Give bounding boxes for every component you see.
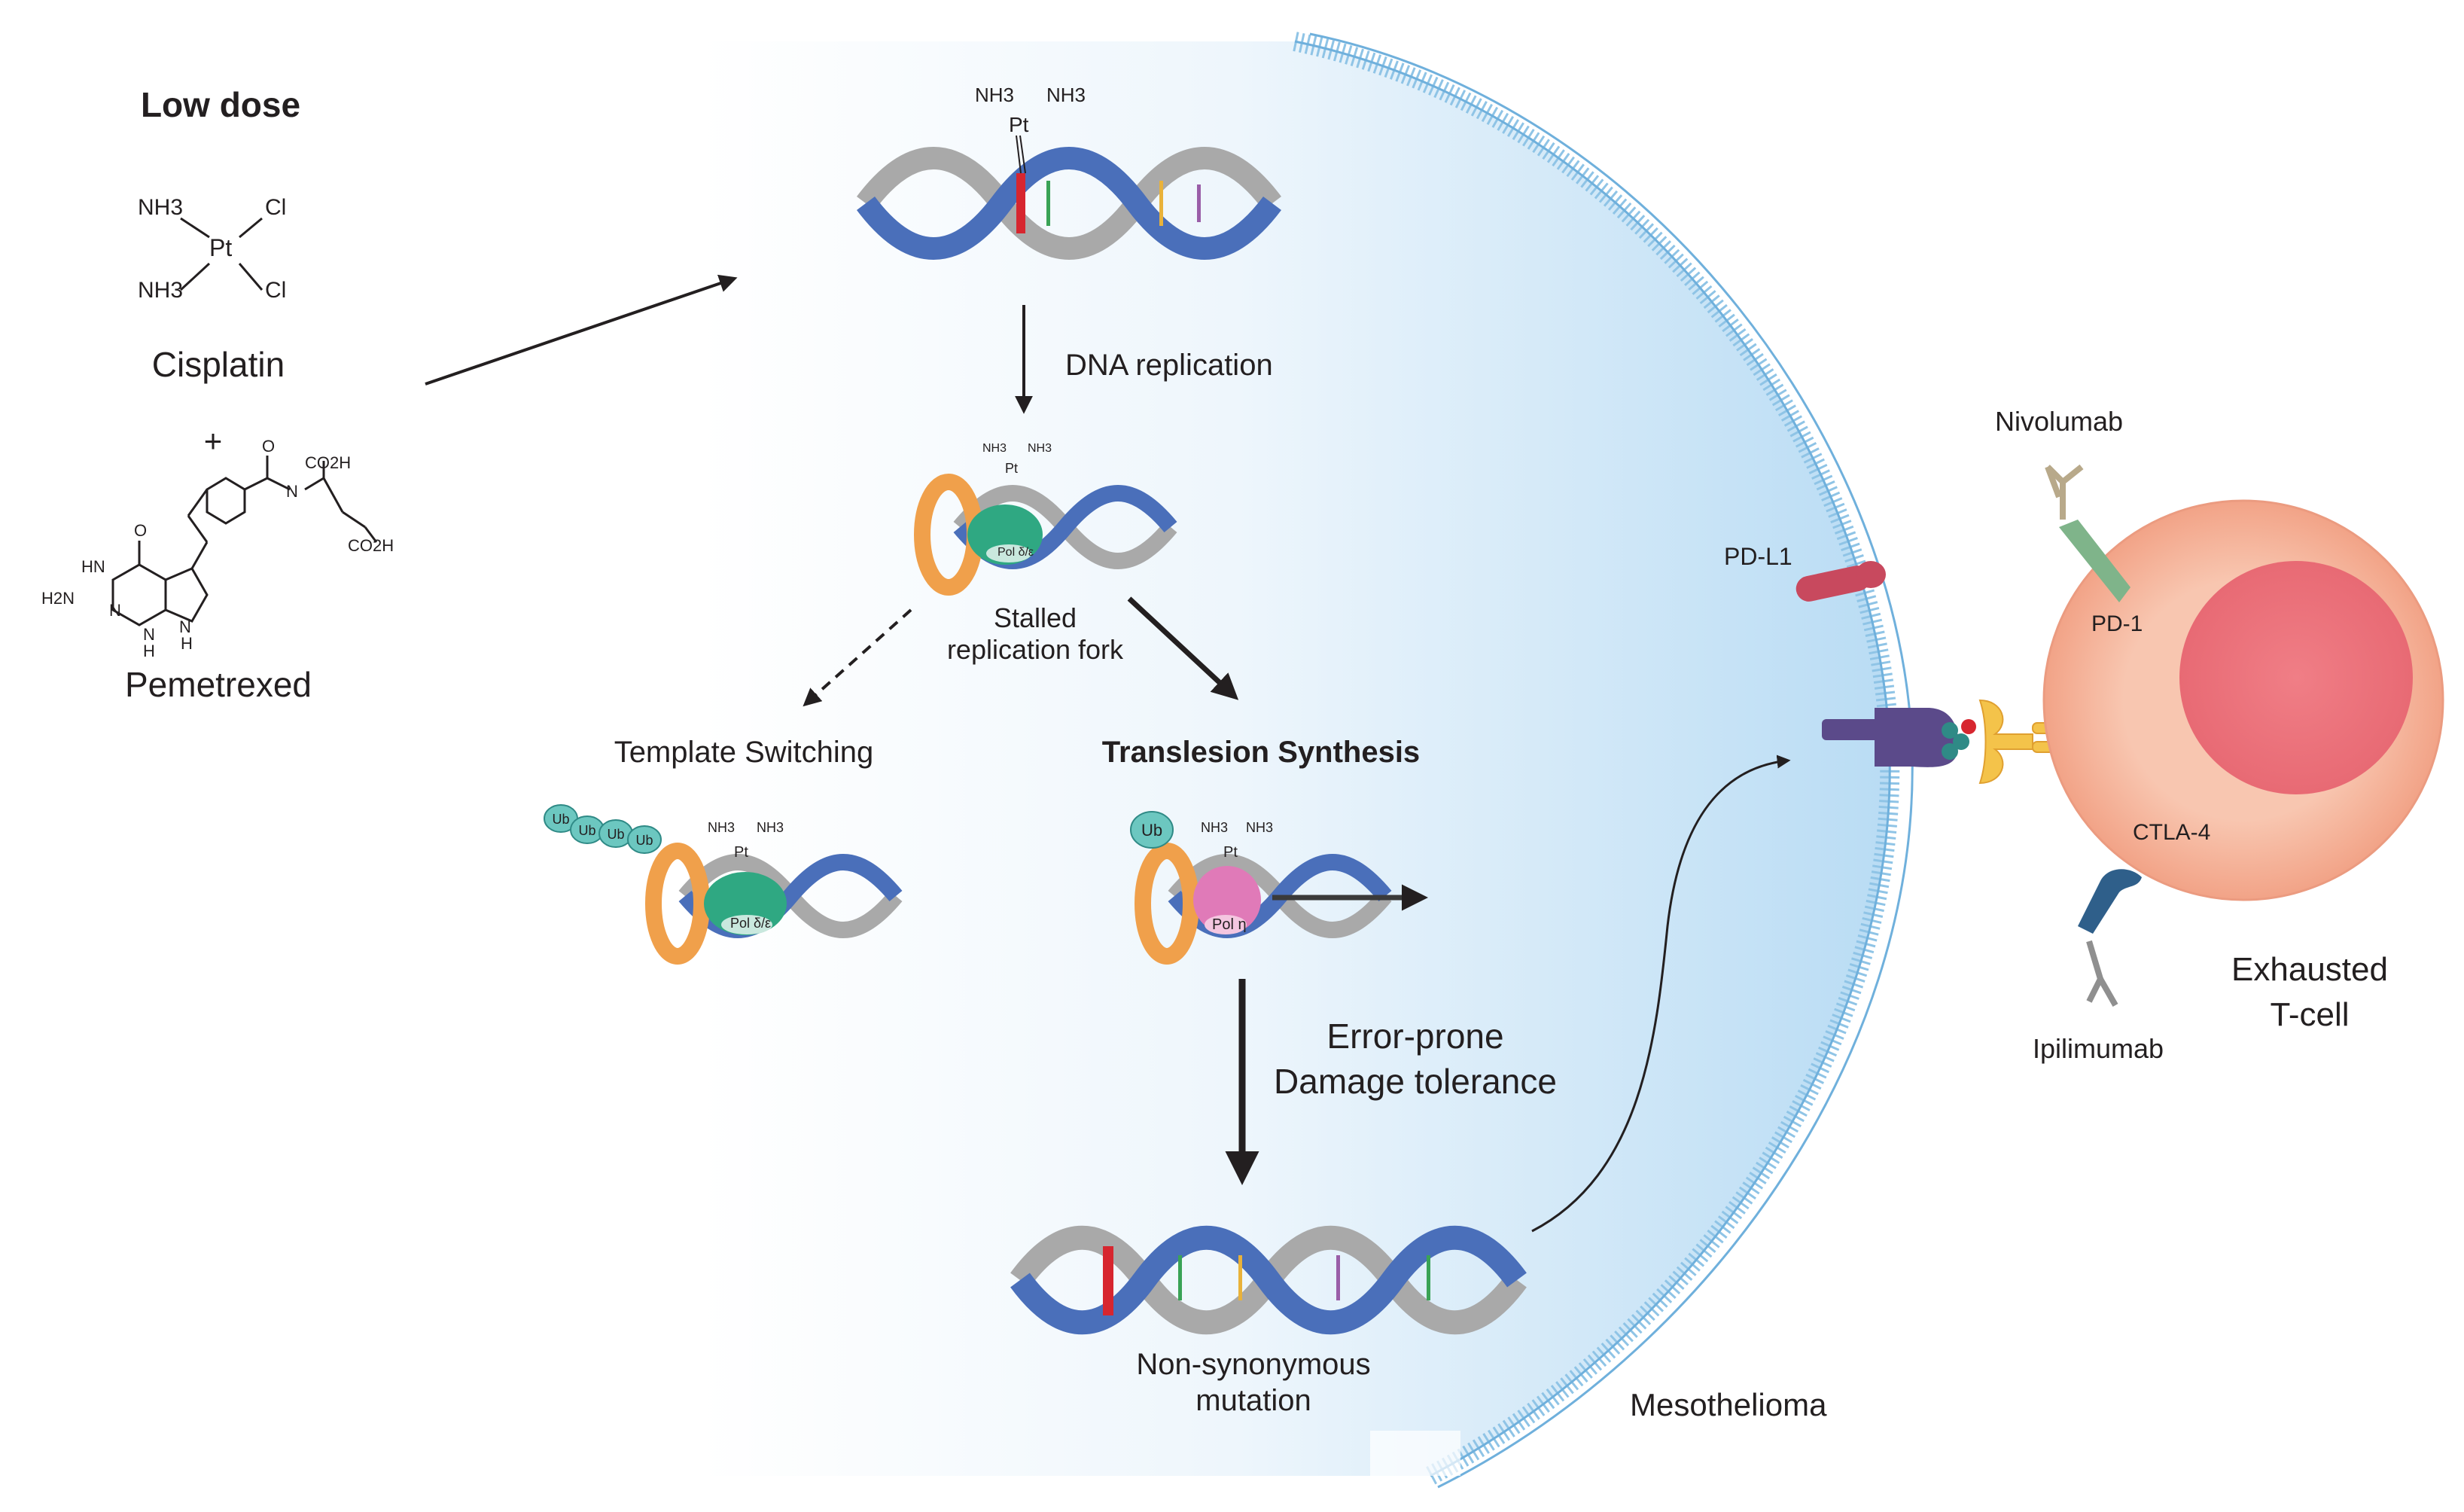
svg-text:Ub: Ub [552,812,569,827]
svg-text:Ub: Ub [578,823,595,838]
svg-text:Pol δ/ε: Pol δ/ε [997,546,1034,559]
mutation-label: Non-synonymous mutation [1136,1348,1370,1417]
svg-text:O: O [262,437,275,456]
svg-text:Damage tolerance: Damage tolerance [1274,1062,1557,1101]
ipilimumab-label: Ipilimumab [2033,1033,2164,1064]
template-switching-complex: Pol δ/ε NH3 NH3 Pt [645,820,903,965]
cisplatin-name: Cisplatin [152,345,285,384]
svg-text:NH3: NH3 [138,278,183,303]
svg-text:NH3: NH3 [757,820,784,835]
svg-text:H: H [143,642,155,660]
svg-text:Pt: Pt [1223,844,1238,861]
svg-text:Ub: Ub [607,827,624,842]
svg-text:O: O [134,521,147,540]
tls-arrow [1127,596,1239,700]
svg-text:T-cell: T-cell [2270,996,2349,1033]
cisplatin-structure: NH3 Cl Pt NH3 Cl [138,195,286,303]
t-cell-label: Exhausted T-cell [2231,951,2388,1033]
ipilimumab-antibody [2086,940,2118,1007]
dna-replication-label: DNA replication [1065,349,1273,382]
svg-text:HN: HN [81,557,105,576]
svg-text:Cl: Cl [265,278,286,303]
stalled-fork: Pol δ/ε NH3 NH3 Pt [914,442,1177,596]
ubiquitin-3: Ub [598,819,633,848]
pemetrexed-atoms: CO2H CO2H O HN N N H2N N H O N H [41,437,394,660]
pd-l1-label: PD-L1 [1724,543,1792,570]
nivolumab-label: Nivolumab [1995,406,2123,437]
t-cell [2042,499,2444,901]
svg-text:Pol δ/ε: Pol δ/ε [730,916,771,931]
svg-text:Cl: Cl [265,195,286,220]
tls-ubiquitin: Ub [1130,811,1174,849]
ctla-4-label: CTLA-4 [2133,820,2210,845]
svg-text:N: N [143,625,155,644]
svg-text:NH3: NH3 [1201,820,1228,835]
svg-text:Pt: Pt [734,844,748,861]
template-switching-label: Template Switching [614,736,874,769]
mesothelioma-cell [700,32,1914,1489]
pemetrexed-name: Pemetrexed [125,665,312,704]
tumor-label: Mesothelioma [1630,1387,1827,1422]
pd-l1-protein [1795,561,1886,602]
svg-text:H2N: H2N [41,589,75,608]
ubiquitin-4: Ub [627,825,662,854]
pemetrexed-structure [111,456,378,626]
error-prone-label: Error-prone Damage tolerance [1274,1017,1557,1101]
svg-text:N: N [179,617,191,636]
svg-text:CO2H: CO2H [348,536,394,555]
svg-text:Pt: Pt [1005,461,1018,476]
svg-text:N: N [109,601,121,620]
template-switching-arrow [803,608,912,707]
ubiquitin-chain: Ub Ub Ub Ub [544,804,662,854]
svg-text:NH3: NH3 [1046,84,1086,106]
svg-text:NH3: NH3 [138,195,183,220]
ctla-4-receptor [2078,869,2142,934]
nivolumab-antibody [2045,464,2084,520]
svg-text:N: N [286,482,298,501]
svg-text:Exhausted: Exhausted [2231,951,2388,988]
svg-text:NH3: NH3 [1246,820,1273,835]
plus-sign: + [204,423,223,459]
stalled-fork-label: Stalled replication fork [947,602,1124,665]
svg-text:Stalled: Stalled [994,602,1077,633]
svg-text:NH3: NH3 [708,820,735,835]
svg-text:mutation: mutation [1195,1384,1311,1417]
svg-text:Pol η: Pol η [1212,916,1247,933]
svg-text:H: H [181,634,193,653]
tls-complex: Pol η NH3 NH3 Pt [1135,820,1428,965]
neoantigen-arrow [1531,754,1791,1233]
svg-text:Pt: Pt [209,234,232,261]
svg-text:Error-prone: Error-prone [1326,1017,1503,1056]
pd-1-label: PD-1 [2091,611,2143,636]
dose-heading: Low dose [141,85,300,124]
ubiquitin-2: Ub [570,815,605,844]
svg-text:NH3: NH3 [1028,442,1052,455]
svg-text:replication fork: replication fork [947,634,1124,665]
svg-text:NH3: NH3 [975,84,1014,106]
svg-text:Non-synonymous: Non-synonymous [1136,1348,1370,1381]
drug-panel: Low dose NH3 Cl Pt NH3 Cl Cisplatin + [41,85,394,704]
translesion-synthesis-label: Translesion Synthesis [1102,736,1420,769]
ubiquitin-1: Ub [544,804,578,833]
svg-text:CO2H: CO2H [305,453,351,472]
svg-text:Ub: Ub [635,833,653,848]
drug-to-dna-arrow [425,274,738,386]
pd-1-receptor [2059,520,2130,602]
svg-text:NH3: NH3 [982,442,1007,455]
mutated-dna [1010,1225,1527,1335]
dna-adduct: NH3 NH3 Pt [857,84,1281,260]
svg-text:Pt: Pt [1009,113,1029,136]
svg-text:Ub: Ub [1141,821,1162,840]
